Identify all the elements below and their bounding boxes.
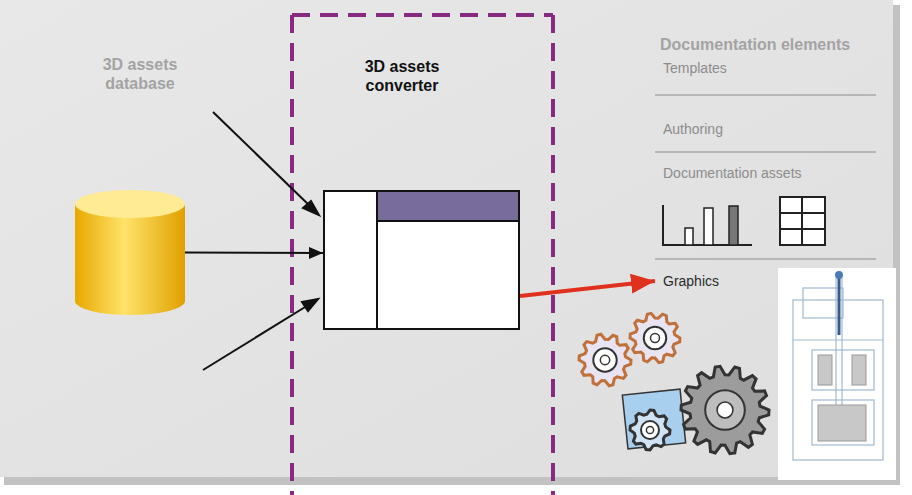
gear-hub	[641, 421, 659, 439]
gear-hole	[646, 426, 653, 433]
section-heading: Documentation elements	[660, 36, 850, 54]
gear-hole	[651, 334, 660, 343]
gear-hub	[644, 327, 667, 350]
gear	[681, 366, 769, 453]
bar-chart-icon	[663, 205, 752, 245]
input-arrows	[203, 112, 319, 370]
gear-hub	[705, 390, 745, 430]
list-item: Graphics	[655, 269, 787, 293]
dashed-region	[292, 15, 553, 495]
grey-panel	[0, 0, 893, 477]
gear	[630, 410, 670, 450]
list-item: Templates	[663, 60, 727, 76]
list-separators	[655, 95, 876, 259]
table-icon	[780, 197, 825, 245]
cylinder-body	[75, 204, 185, 315]
gear	[579, 334, 631, 385]
list-item: Authoring	[663, 121, 723, 137]
window-titlebar	[378, 192, 518, 222]
gear-hole	[717, 402, 733, 418]
section-heading: 3D assets converter	[342, 57, 462, 95]
section-heading: 3D assets database	[80, 55, 200, 93]
cylinder-shape	[75, 190, 185, 315]
gear	[630, 313, 680, 362]
cylinder-top	[75, 190, 185, 218]
connector-arrow	[520, 281, 655, 296]
list-item: Documentation assets	[663, 165, 802, 181]
gear-hub	[593, 348, 616, 371]
connector-arrow	[185, 252, 323, 255]
gears-clipart	[579, 313, 769, 453]
gear-hole	[600, 355, 609, 364]
converter-window: 3D assets converter	[323, 190, 520, 330]
graphics-item: Graphics	[655, 269, 787, 293]
database-cylinder: 3D assets database	[75, 190, 185, 315]
machine-illustration	[778, 268, 896, 480]
window-sidebar	[325, 192, 378, 328]
